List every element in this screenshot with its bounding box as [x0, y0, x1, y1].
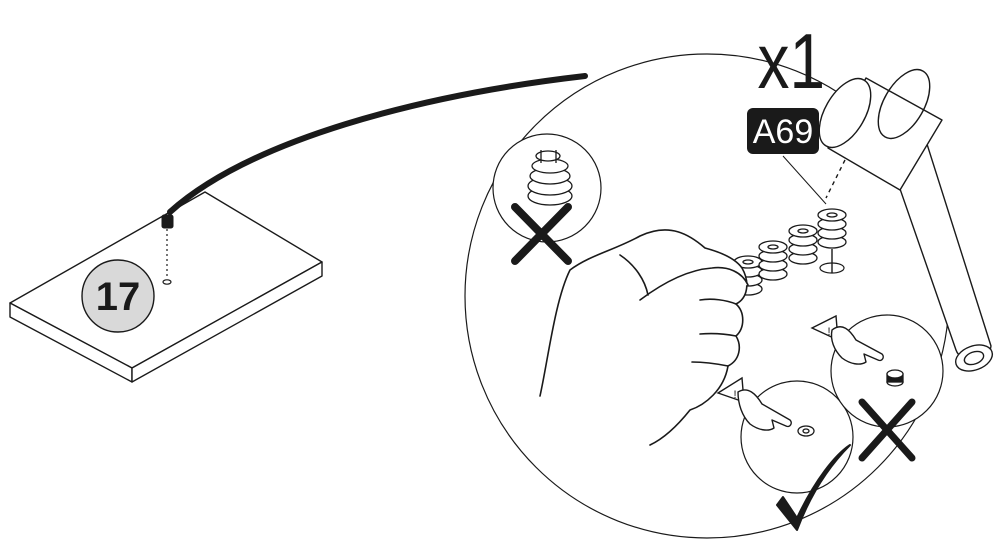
svg-text:!: !: [827, 326, 830, 338]
quantity-label: x1: [758, 18, 826, 105]
part-badge: A69: [747, 108, 819, 154]
insert-a69: [759, 241, 787, 280]
step-badge: 17: [82, 260, 154, 332]
insert-a69: [818, 209, 846, 248]
insert-a69: [789, 225, 817, 264]
insert-protruding: [887, 370, 903, 386]
hole-flush: [798, 426, 814, 436]
svg-text:!: !: [733, 389, 736, 401]
step-number: 17: [96, 275, 141, 319]
part-code: A69: [753, 113, 814, 151]
